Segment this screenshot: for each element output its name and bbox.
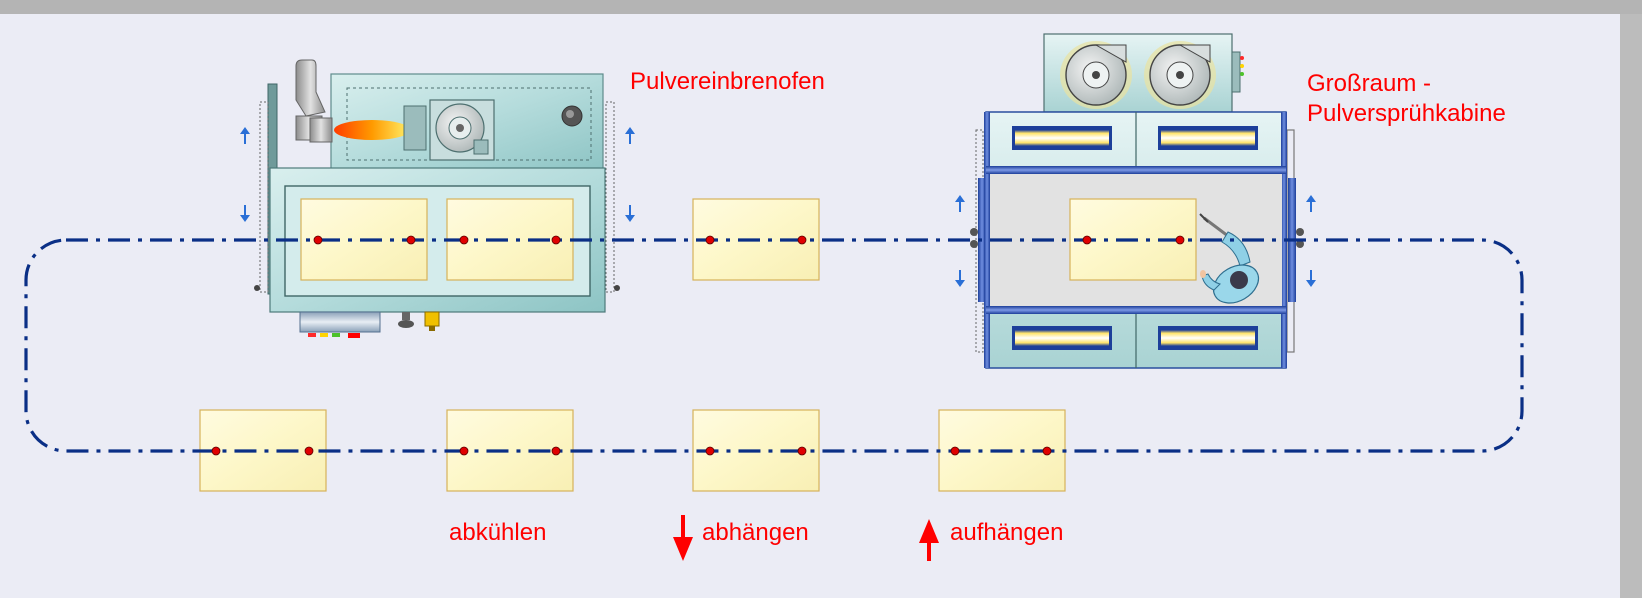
hook-dot <box>551 235 561 245</box>
hook-dot <box>705 235 715 245</box>
hook-dot <box>406 235 416 245</box>
hook-dot <box>304 446 314 456</box>
hook-dot <box>211 446 221 456</box>
booth-label-line1: Großraum - <box>1307 70 1431 97</box>
hook-dot <box>705 446 715 456</box>
spray-booth-icon <box>970 33 1304 369</box>
fan-icon <box>1144 41 1216 109</box>
panel-shadow <box>1620 14 1642 598</box>
booth-label-line2: Pulversprühkabine <box>1307 100 1506 127</box>
conveyor-line <box>24 238 1524 453</box>
spray-operator-icon <box>1199 213 1260 304</box>
fan-icon <box>429 99 495 161</box>
hook-dot <box>459 446 469 456</box>
hook-dot <box>313 235 323 245</box>
hook-dot <box>1082 235 1092 245</box>
cool-label: abkühlen <box>449 519 546 546</box>
hook-dot <box>950 446 960 456</box>
load-label: aufhängen <box>950 519 1063 546</box>
arrow-icon <box>240 127 635 222</box>
hook-dot <box>1175 235 1185 245</box>
hook-dot <box>797 446 807 456</box>
hook-dot <box>459 235 469 245</box>
hook-dot <box>797 235 807 245</box>
hook-dot <box>551 446 561 456</box>
fan-icon <box>1060 41 1132 109</box>
unload-arrow-icon <box>673 515 693 561</box>
unload-label: abhängen <box>702 519 809 546</box>
load-arrow-icon <box>919 519 939 561</box>
hook-points <box>211 235 1185 456</box>
hook-dot <box>1042 446 1052 456</box>
oven-label: Pulvereinbrenofen <box>630 68 825 95</box>
arrow-icon <box>955 195 1316 287</box>
